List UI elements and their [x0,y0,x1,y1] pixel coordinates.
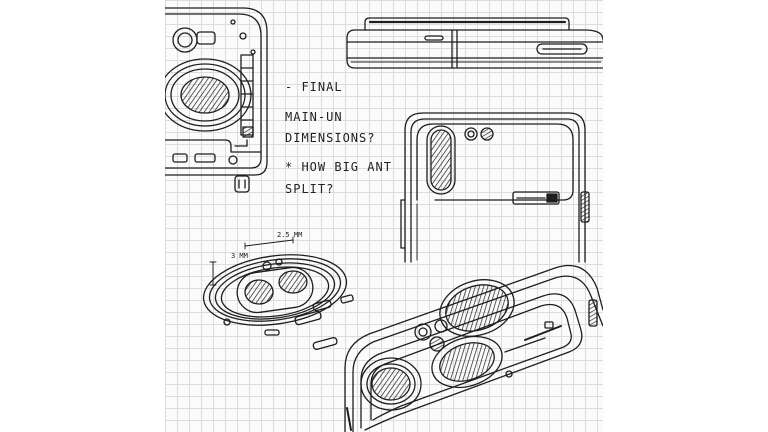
note-split: SPLIT? [285,182,334,196]
phone-back-internal-sketch [165,7,268,193]
dimension-label-3mm: 3 MM [231,252,248,260]
note-main-un: MAIN-UN [285,110,343,124]
dimension-label-2-5mm: 2.5 MM [277,231,302,239]
camera-module-isometric-sketch: 2.5 MM 3 MM [202,231,354,350]
note-dimensions: DIMENSIONS? [285,131,375,145]
camera-bump-perspective-sketch [344,264,603,432]
design-notes: - FINAL MAIN-UN DIMENSIONS? * HOW BIG AN… [285,80,392,196]
sketch-drawings: - FINAL MAIN-UN DIMENSIONS? * HOW BIG AN… [165,7,603,432]
sketch-paper: - FINAL MAIN-UN DIMENSIONS? * HOW BIG AN… [165,0,603,432]
phone-back-camera-sketch [400,112,590,263]
note-how-big: * HOW BIG ANT [285,160,392,174]
note-final: - FINAL [285,80,343,94]
phone-side-profile-sketch [346,17,603,69]
